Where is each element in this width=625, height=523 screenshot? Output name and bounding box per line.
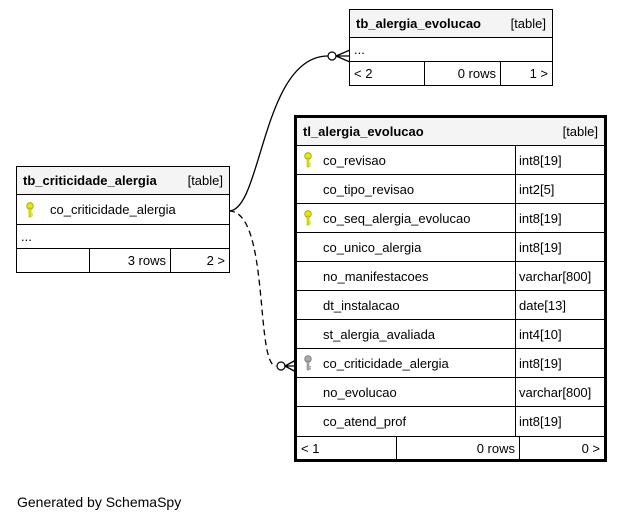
column-name-cell: co_tipo_revisao bbox=[297, 175, 516, 203]
column-name: co_revisao bbox=[323, 152, 386, 168]
table-tb-criticidade-alergia[interactable]: tb_criticidade_alergia [table] co_critic… bbox=[16, 166, 230, 273]
column-name: co_criticidade_alergia bbox=[50, 202, 176, 217]
primary-key-icon bbox=[26, 202, 34, 218]
table-row[interactable]: co_tipo_revisao int2[5] bbox=[297, 175, 604, 204]
column-type: int8[19] bbox=[519, 239, 562, 255]
column-cell: co_criticidade_alergia bbox=[17, 195, 229, 224]
table-header: tb_criticidade_alergia [table] bbox=[17, 167, 229, 195]
table-row[interactable]: co_revisao int8[19] bbox=[297, 146, 604, 175]
table-tb-alergia-evolucao[interactable]: tb_alergia_evolucao [table] ... < 2 0 ro… bbox=[349, 9, 553, 86]
table-name: tl_alergia_evolucao bbox=[303, 124, 424, 139]
column-type: int8[19] bbox=[519, 414, 562, 429]
column-name: st_alergia_avaliada bbox=[323, 326, 436, 342]
column-name-cell: co_criticidade_alergia bbox=[297, 349, 516, 377]
column-name-cell: co_atend_prof bbox=[297, 407, 516, 436]
table-row[interactable]: st_alergia_avaliada int4[10] bbox=[297, 320, 604, 349]
children-count: 2 > bbox=[206, 253, 225, 268]
column-name-cell: co_revisao bbox=[297, 146, 516, 174]
table-row[interactable]: no_manifestacoes varchar[800] bbox=[297, 262, 604, 291]
table-header: tb_alergia_evolucao [table] bbox=[350, 10, 552, 38]
column-type: int4[10] bbox=[519, 326, 562, 342]
table-row[interactable]: co_unico_alergia int8[19] bbox=[297, 233, 604, 262]
column-list: co_revisao int8[19] co_tipo_revisao int2[5]… bbox=[297, 146, 604, 436]
column-name: co_seq_alergia_evolucao bbox=[323, 210, 471, 226]
column-name: co_atend_prof bbox=[323, 414, 407, 429]
edge-crow-foot bbox=[335, 49, 351, 63]
generated-by-credit: Generated by SchemaSpy bbox=[17, 494, 182, 510]
row-count: 0 rows bbox=[397, 437, 520, 459]
row-count: 3 rows bbox=[90, 249, 171, 272]
column-type: int8[19] bbox=[519, 210, 562, 226]
column-name-cell: no_evolucao bbox=[297, 378, 516, 406]
column-type: int8[19] bbox=[519, 355, 562, 371]
table-row[interactable]: co_criticidade_alergia int8[19] bbox=[297, 349, 604, 378]
table-row[interactable]: co_criticidade_alergia bbox=[17, 195, 229, 225]
parents-count: < 2 bbox=[350, 62, 425, 85]
column-type: int8[19] bbox=[519, 152, 562, 168]
column-name-cell: st_alergia_avaliada bbox=[297, 320, 516, 348]
column-type: date[13] bbox=[519, 297, 566, 313]
table-row[interactable]: dt_instalacao date[13] bbox=[297, 291, 604, 320]
foreign-key-icon bbox=[304, 355, 312, 371]
ellipsis-row: ... bbox=[350, 38, 552, 62]
column-type: int2[5] bbox=[519, 181, 555, 197]
table-type: [table] bbox=[187, 173, 223, 188]
parents-count: < 1 bbox=[297, 437, 397, 459]
column-name: co_tipo_revisao bbox=[323, 181, 415, 197]
ellipsis-row: ... bbox=[17, 225, 229, 249]
table-type: [table] bbox=[510, 16, 546, 31]
table-row[interactable]: co_seq_alergia_evolucao int8[19] bbox=[297, 204, 604, 233]
edge-criticidade-to-alergia-evolucao bbox=[228, 55, 329, 212]
children-count: 0 > bbox=[581, 440, 600, 456]
children-count: 1 > bbox=[529, 66, 548, 81]
parents-count bbox=[17, 249, 90, 272]
table-footer: < 1 0 rows 0 > bbox=[297, 436, 604, 459]
table-name: tb_alergia_evolucao bbox=[356, 16, 481, 31]
column-name-cell: no_manifestacoes bbox=[297, 262, 516, 290]
table-footer: < 2 0 rows 1 > bbox=[350, 62, 552, 85]
column-name: no_evolucao bbox=[323, 384, 397, 400]
column-type: varchar[800] bbox=[519, 268, 592, 284]
column-name: dt_instalacao bbox=[323, 297, 400, 313]
column-name: co_unico_alergia bbox=[323, 239, 422, 255]
table-header: tl_alergia_evolucao [table] bbox=[297, 118, 604, 146]
table-footer: 3 rows 2 > bbox=[17, 249, 229, 272]
edge-criticidade-to-tl-alergia bbox=[228, 210, 277, 367]
edge-crow-circle bbox=[276, 361, 286, 371]
column-name: co_criticidade_alergia bbox=[323, 355, 449, 371]
column-name-cell: dt_instalacao bbox=[297, 291, 516, 319]
primary-key-icon bbox=[304, 152, 312, 168]
primary-key-icon bbox=[304, 210, 312, 226]
column-name-cell: co_unico_alergia bbox=[297, 233, 516, 261]
column-name: no_manifestacoes bbox=[323, 268, 429, 284]
column-name-cell: co_seq_alergia_evolucao bbox=[297, 204, 516, 232]
table-row[interactable]: no_evolucao varchar[800] bbox=[297, 378, 604, 407]
table-row[interactable]: co_atend_prof int8[19] bbox=[297, 407, 604, 436]
column-type: varchar[800] bbox=[519, 384, 592, 400]
table-name: tb_criticidade_alergia bbox=[23, 173, 157, 188]
edge-crow-circle bbox=[327, 51, 337, 61]
table-type: [table] bbox=[562, 124, 598, 139]
row-count: 0 rows bbox=[425, 62, 501, 85]
